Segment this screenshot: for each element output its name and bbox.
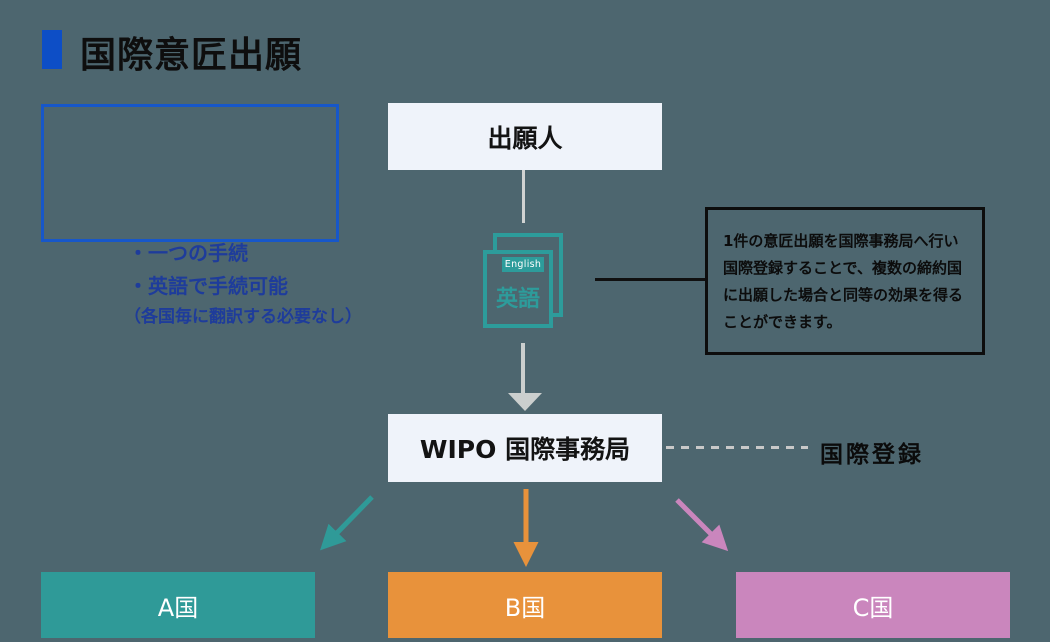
feature-info-box: ・一つの手続 ・英語で手続可能 （各国毎に翻訳する必要なし）	[41, 104, 362, 327]
country-c-label: C国	[852, 593, 894, 622]
title-bullet-icon	[42, 30, 62, 69]
connector-applicant-document	[522, 170, 525, 223]
note-line: 1件の意匠出願を国際事務局へ行い	[723, 232, 959, 250]
page-title: 国際意匠出願	[80, 35, 303, 76]
wipo-bureau-box: WIPO 国際事務局	[388, 414, 662, 482]
document-language-banner: English	[502, 257, 544, 272]
connector-document-note	[595, 278, 706, 281]
country-a-box: A国	[41, 572, 315, 638]
feature-item-note: （各国毎に翻訳する必要なし）	[124, 307, 362, 327]
country-b-box: B国	[388, 572, 662, 638]
dashed-connector-registration	[666, 446, 808, 449]
applicant-label: 出願人	[487, 123, 563, 153]
registration-label: 国際登録	[820, 442, 924, 468]
country-c-box: C国	[736, 572, 1010, 638]
feature-item: ・一つの手続	[128, 241, 248, 265]
country-b-label: B国	[504, 593, 546, 622]
feature-item: ・英語で手続可能	[128, 274, 288, 298]
wipo-bureau-label: WIPO 国際事務局	[419, 435, 631, 464]
arrow-to-country-c	[675, 498, 729, 552]
document-language-label: 英語	[495, 287, 540, 312]
note-line: 国際登録することで、複数の締約国	[723, 259, 962, 277]
arrow-to-country-a	[320, 495, 374, 551]
applicant-box: 出願人	[388, 103, 662, 170]
note-line: に出願した場合と同等の効果を得る	[723, 286, 964, 304]
arrow-document-to-wipo-head-icon	[508, 393, 542, 411]
arrow-document-to-wipo-shaft	[521, 343, 525, 394]
note-line: ことができます。	[723, 313, 842, 331]
country-a-label: A国	[157, 593, 199, 622]
explanation-note-box: 1件の意匠出願を国際事務局へ行い 国際登録することで、複数の締約国 に出願した場…	[705, 207, 985, 355]
